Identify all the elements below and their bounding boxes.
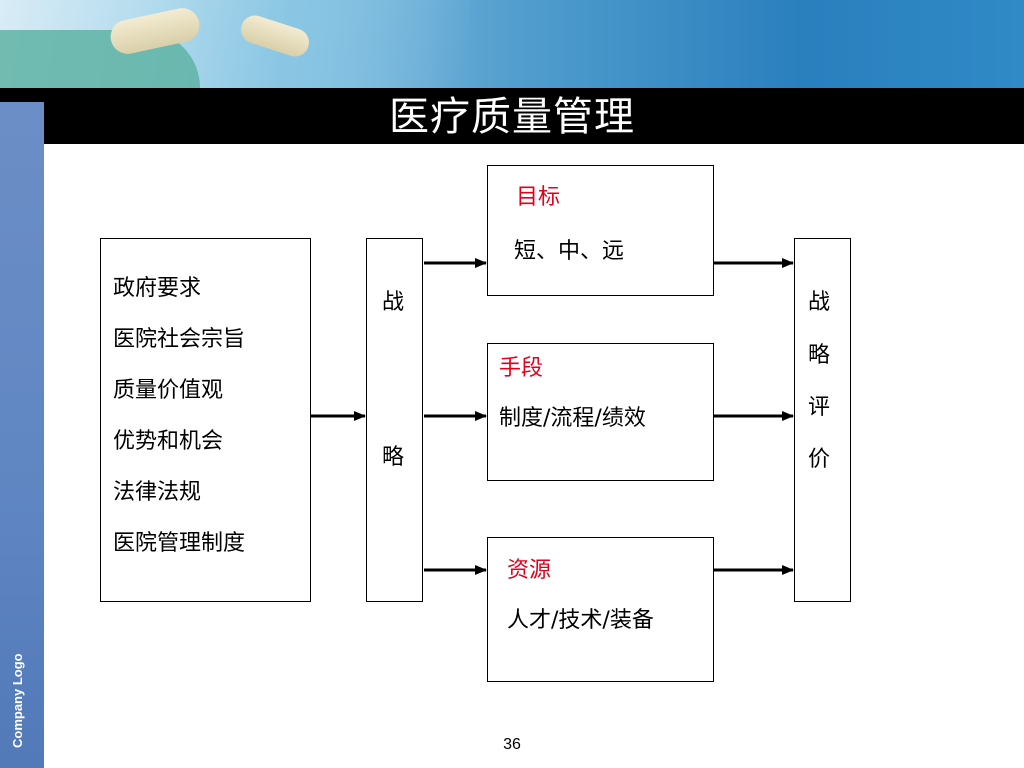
glove-right — [237, 11, 313, 61]
resources-body: 人才/技术/装备 — [507, 608, 654, 633]
evaluation-box — [794, 238, 851, 602]
input-line: 政府要求 — [113, 276, 202, 301]
input-line: 优势和机会 — [113, 429, 224, 454]
resources-box — [487, 537, 714, 682]
strategy-char: 略 — [382, 445, 405, 470]
input-line: 医院社会宗旨 — [113, 327, 246, 352]
input-line: 质量价值观 — [113, 378, 224, 403]
title-bar — [0, 88, 1024, 144]
resources-heading: 资源 — [507, 558, 552, 583]
strategy-char: 战 — [382, 290, 405, 315]
header-banner — [0, 0, 1024, 88]
input-line: 法律法规 — [113, 480, 202, 505]
evaluation-char: 价 — [808, 447, 831, 472]
means-heading: 手段 — [499, 356, 544, 381]
evaluation-char: 战 — [808, 290, 831, 315]
evaluation-char: 评 — [808, 395, 831, 420]
means-box — [487, 343, 714, 481]
surgery-photo — [0, 0, 470, 88]
company-logo: Company Logo — [10, 653, 25, 748]
evaluation-char: 略 — [808, 343, 831, 368]
input-line: 医院管理制度 — [113, 531, 246, 556]
strategy-box — [366, 238, 423, 602]
goals-heading: 目标 — [516, 185, 561, 210]
means-body: 制度/流程/绩效 — [499, 406, 646, 431]
page-number: 36 — [503, 736, 521, 753]
goals-body: 短、中、远 — [514, 239, 625, 264]
side-strip — [0, 102, 44, 768]
inputs-box — [100, 238, 311, 602]
slide-title: 医疗质量管理 — [389, 94, 635, 140]
goals-box — [487, 165, 714, 296]
